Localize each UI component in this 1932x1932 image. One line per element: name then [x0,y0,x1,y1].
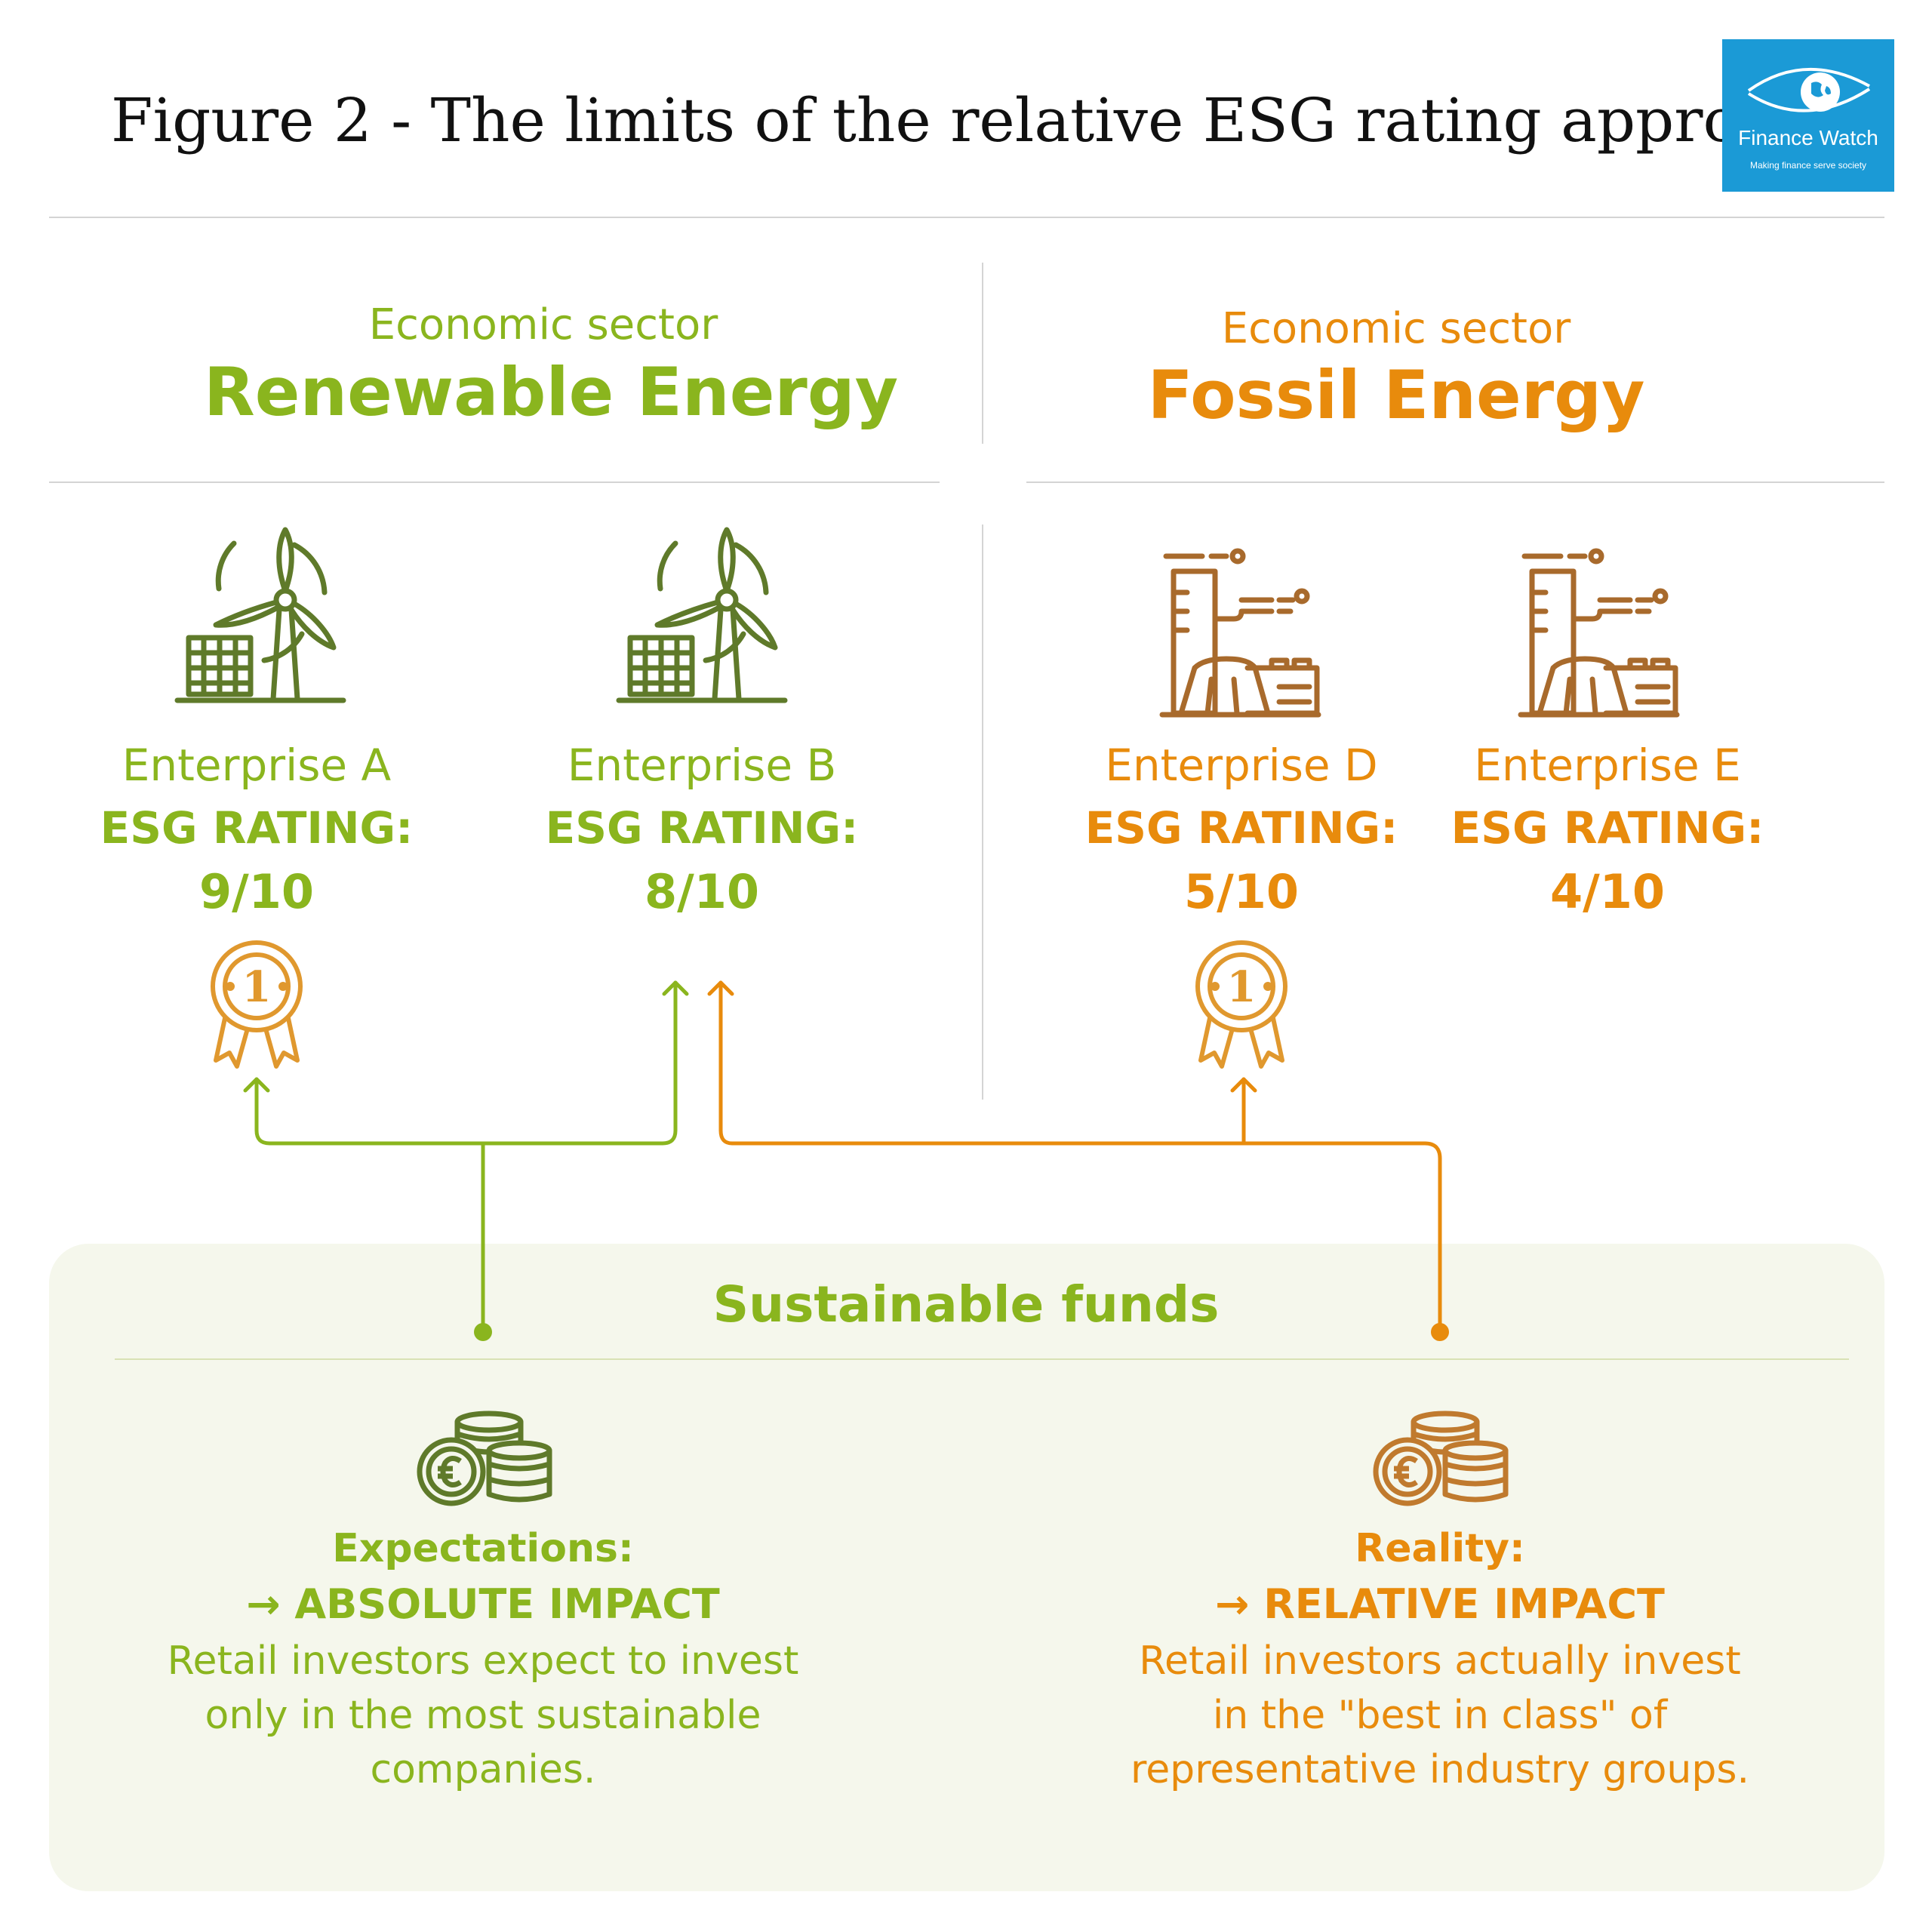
renewable-divider [49,481,940,483]
expectations-impact: → ABSOLUTE IMPACT [246,1580,720,1628]
reality-heading: Reality: [1355,1526,1525,1571]
sustainable-funds-panel [49,1244,1884,1891]
enterprise-e-name: Enterprise E [1474,740,1741,791]
reality-line-3: representative industry groups. [1130,1747,1750,1792]
header-divider [49,217,1884,218]
fossil-sector-name: Fossil Energy [1147,356,1645,434]
eye-globe-icon [1747,68,1871,112]
wind-turbine-solar-icon [616,527,788,703]
enterprise-e-score: 4/10 [1549,864,1666,919]
enterprise-e-rating-label: ESG RATING: [1451,802,1764,854]
medal-1-icon: 1 [211,940,303,1069]
enterprise-b-score: 8/10 [644,864,760,919]
power-plant-icon [1518,548,1680,718]
fossil-divider [1026,481,1884,483]
logo-tagline: Making finance serve society [1749,160,1867,171]
euro-coins-icon [417,1411,552,1506]
enterprise-d-score: 5/10 [1183,864,1300,919]
expectations-line-2: only in the most sustainable [205,1693,761,1738]
power-plant-icon [1159,548,1321,718]
enterprise-a-name: Enterprise A [122,740,392,791]
page-title: Figure 2 - The limits of the relative ES… [111,85,1848,155]
reality-line-1: Retail investors actually invest [1139,1638,1741,1684]
connector-dot-orange [1431,1323,1449,1341]
enterprise-d-rating-label: ESG RATING: [1084,802,1398,854]
finance-watch-logo: Finance Watch Making finance serve socie… [1722,39,1894,192]
fossil-sector-label: Economic sector [1221,304,1571,353]
euro-coins-icon [1373,1411,1509,1506]
expectations-heading: Expectations: [332,1526,634,1571]
reality-line-2: in the "best in class" of [1212,1693,1668,1738]
medal-number: 1 [242,962,272,1012]
sustainable-funds-title: Sustainable funds [712,1275,1220,1334]
enterprise-b-rating-label: ESG RATING: [545,802,859,854]
reality-impact: → RELATIVE IMPACT [1215,1580,1665,1628]
enterprise-a-rating-label: ESG RATING: [100,802,414,854]
medal-1-icon: 1 [1195,940,1287,1069]
funds-divider [115,1358,1849,1360]
sector-divider [982,263,983,444]
expectations-line-1: Retail investors expect to invest [167,1638,799,1684]
wind-turbine-solar-icon [174,527,346,703]
enterprise-d-name: Enterprise D [1105,740,1378,791]
expectations-line-3: companies. [370,1747,596,1792]
medal-number: 1 [1227,962,1257,1012]
renewable-sector-label: Economic sector [368,300,718,349]
enterprise-b-name: Enterprise B [567,740,837,791]
connector-dot-green [474,1323,492,1341]
logo-name: Finance Watch [1738,126,1878,149]
enterprise-a-score: 9/10 [198,864,315,919]
renewable-sector-name: Renewable Energy [204,353,899,431]
enterprise-divider [982,525,983,1100]
